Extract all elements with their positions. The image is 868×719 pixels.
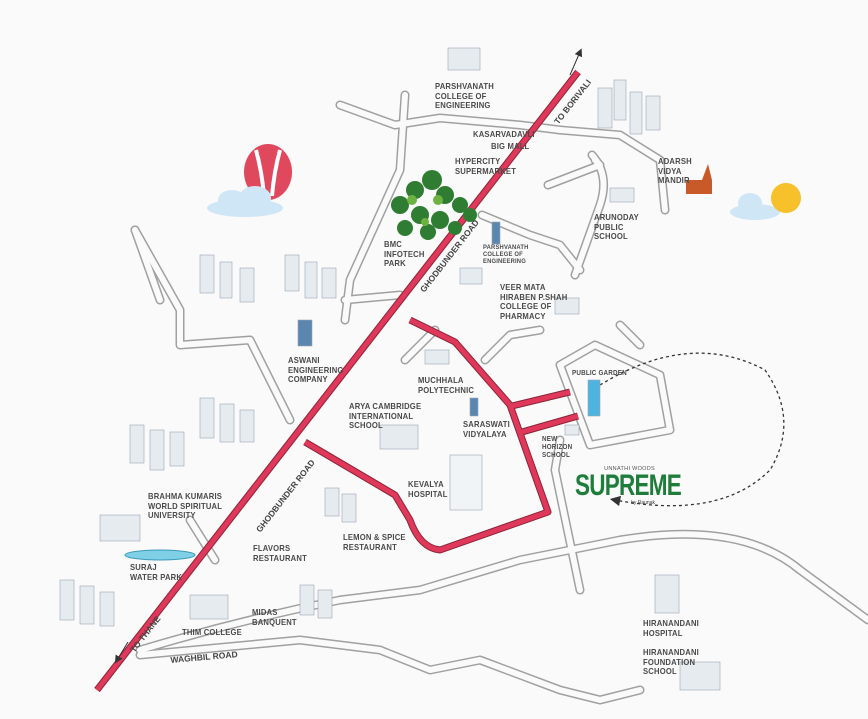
label-adarsh: ADARSH VIDYA MANDIR [658,156,692,185]
temple [686,164,712,194]
main-roads [94,48,583,693]
minor-roads [130,90,868,705]
project-logo-name: SUPREME [575,469,682,502]
borivali-arrow [569,48,583,76]
clouds [207,186,780,220]
label-big-mall: BIG MALL [491,141,530,151]
label-muchhala: MUCHHALA POLYTECHNIC [418,375,475,395]
label-suraj: SURAJ WATER PARK [130,562,183,582]
label-parshvanath-top: PARSHVANATH COLLEGE OF ENGINEERING [435,81,494,110]
label-saraswati: SARASWATI VIDYALAYA [463,419,510,439]
trees [391,170,477,240]
sun [771,183,801,213]
label-kasarvadavli: KASARVADAVLI [473,129,535,139]
label-thim: THIM COLLEGE [182,627,242,637]
thane-arrow [114,641,129,664]
label-midas: MIDAS BANQUENT [252,607,297,627]
buildings [59,47,721,691]
label-bmc: BMC INFOTECH PARK [384,239,425,268]
label-hiranandani-school: HIRANANDANI FOUNDATION SCHOOL [643,647,699,676]
label-arya: ARYA CAMBRIDGE INTERNATIONAL SCHOOL [349,401,422,430]
dashed-arrow [599,352,785,507]
water-park-pool [124,549,196,561]
label-public-garden: PUBLIC GARDEN [572,370,627,377]
project-logo-pre: UNNATHI WOODS [604,466,655,472]
label-new-horizon: NEW HORIZON SCHOOL [542,436,573,459]
label-kevalya: KEVALYA HOSPITAL [408,479,448,499]
project-logo: UNNATHI WOODS SUPREME by Raunak [575,466,682,506]
label-hiranandani-hospital: HIRANANDANI HOSPITAL [643,618,699,638]
label-veer-mata: VEER MATA HIRABEN P.SHAH COLLEGE OF PHAR… [500,282,568,321]
label-hypercity: HYPERCITY SUPERMARKET [455,156,517,176]
project-logo-by: by Raunak [631,500,655,506]
label-lemon: LEMON & SPICE RESTAURANT [343,532,406,552]
label-arunoday: ARUNODAY PUBLIC SCHOOL [594,212,639,241]
label-aswani: ASWANI ENGINEERING COMPANY [288,355,344,384]
label-parshvanath-mid: PARSHVANATH COLLEGE OF ENGINEERING [483,244,529,265]
label-brahma: BRAHMA KUMARIS WORLD SPIRITUAL UNIVERSIT… [148,491,223,520]
label-flavors: FLAVORS RESTAURANT [253,543,307,563]
